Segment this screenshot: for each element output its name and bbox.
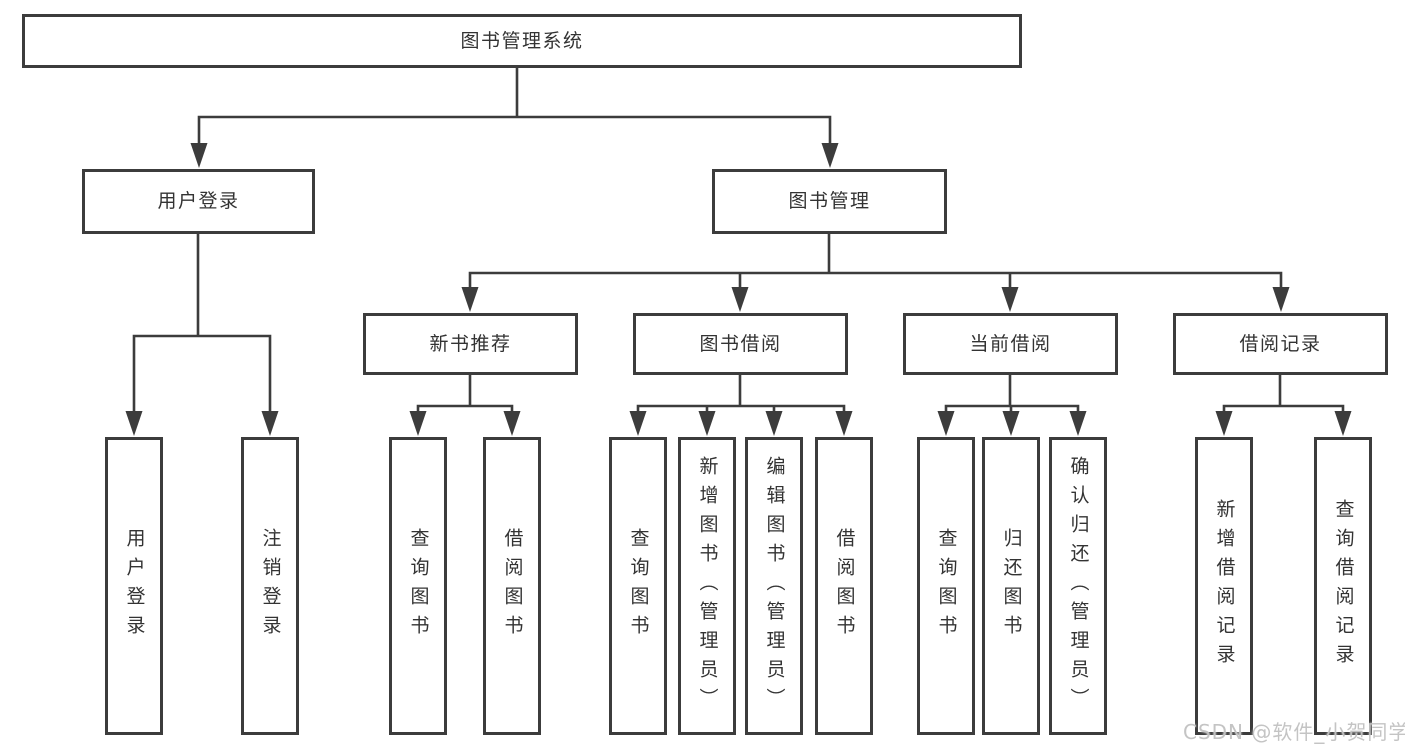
leaf-query-book-3-label: 查询图书 [935,528,958,644]
leaf-query-borrow-record: 查询借阅记录 [1314,437,1372,735]
node-user-login: 用户登录 [82,169,315,234]
leaf-borrow-book-1-label: 借阅图书 [501,528,524,644]
node-book-management: 图书管理 [712,169,947,234]
leaf-user-login: 用户登录 [105,437,163,735]
leaf-add-book-admin: 新增图书（管理员） [678,437,736,735]
leaf-query-book-1-label: 查询图书 [407,528,430,644]
leaf-add-borrow-record: 新增借阅记录 [1195,437,1253,735]
node-user-login-label: 用户登录 [157,190,240,212]
leaf-query-book-2-label: 查询图书 [627,528,650,644]
node-book-borrow-label: 图书借阅 [699,332,782,355]
connector-lines [132,66,1345,415]
leaf-query-borrow-record-label: 查询借阅记录 [1332,499,1355,673]
node-new-book-recommend-label: 新书推荐 [429,332,512,355]
node-current-borrow: 当前借阅 [903,313,1118,375]
node-new-book-recommend: 新书推荐 [363,313,578,375]
leaf-return-book-label: 归还图书 [1000,528,1023,644]
leaf-edit-book-admin-label: 编辑图书（管理员） [763,455,786,717]
node-borrow-record: 借阅记录 [1173,313,1388,375]
leaf-query-book-1: 查询图书 [389,437,447,735]
leaf-logout-label: 注销登录 [259,528,282,644]
node-root: 图书管理系统 [22,14,1022,68]
arrowheads [125,143,1352,436]
leaf-logout: 注销登录 [241,437,299,735]
leaf-add-borrow-record-label: 新增借阅记录 [1213,499,1236,673]
node-borrow-record-label: 借阅记录 [1239,332,1322,355]
node-book-management-label: 图书管理 [788,190,871,212]
leaf-edit-book-admin: 编辑图书（管理员） [745,437,803,735]
leaf-confirm-return-admin-label: 确认归还（管理员） [1067,455,1090,717]
leaf-add-book-admin-label: 新增图书（管理员） [696,455,719,717]
leaf-return-book: 归还图书 [982,437,1040,735]
csdn-watermark: CSDN @软件_小贺同学 [1183,720,1405,744]
leaf-borrow-book-2: 借阅图书 [815,437,873,735]
leaf-query-book-2: 查询图书 [609,437,667,735]
leaf-user-login-label: 用户登录 [123,528,146,644]
leaf-borrow-book-1: 借阅图书 [483,437,541,735]
leaf-borrow-book-2-label: 借阅图书 [833,528,856,644]
node-current-borrow-label: 当前借阅 [969,332,1052,355]
leaf-confirm-return-admin: 确认归还（管理员） [1049,437,1107,735]
node-book-borrow: 图书借阅 [633,313,848,375]
leaf-query-book-3: 查询图书 [917,437,975,735]
node-root-label: 图书管理系统 [460,29,584,52]
